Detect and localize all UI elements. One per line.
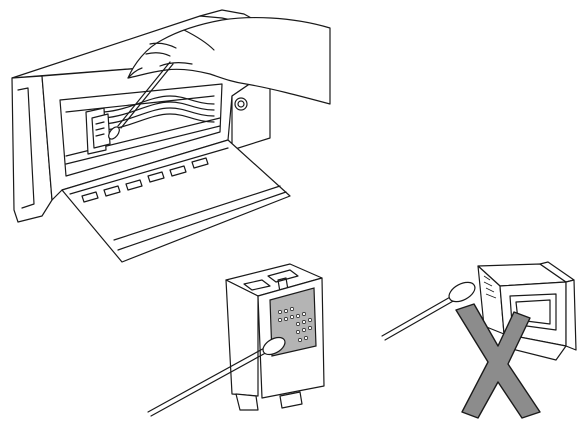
cartridge-incorrect-cleaning-panel xyxy=(382,262,576,418)
printer-cartridge-cleaning-panel xyxy=(12,10,330,262)
cartridge-correct-cleaning-panel xyxy=(148,264,324,416)
cartridge-carriage-icon xyxy=(86,108,110,154)
